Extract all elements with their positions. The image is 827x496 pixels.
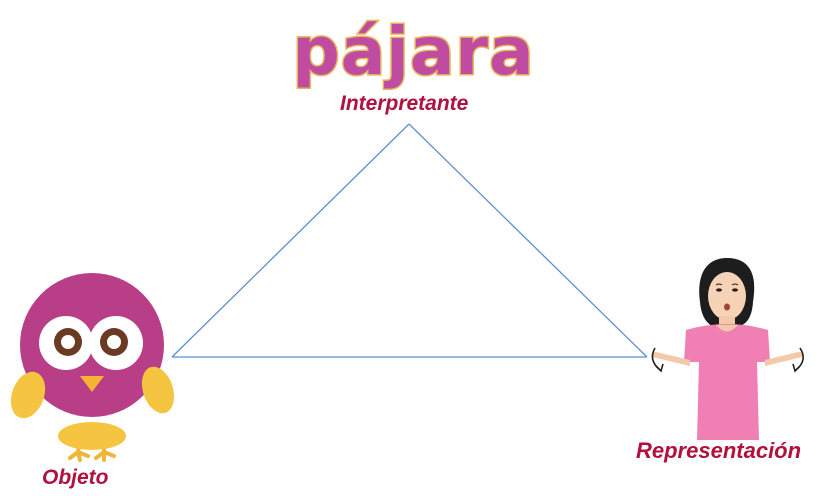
edge-right	[408, 123, 648, 358]
bird-icon	[10, 273, 175, 462]
vertex-label-interpretante: Interpretante	[340, 92, 469, 115]
person-face	[708, 272, 746, 320]
edge-left	[171, 123, 410, 358]
vertex-label-representacion: Representación	[636, 438, 802, 463]
bird-wing-left	[10, 371, 46, 419]
word-title: pájara	[291, 12, 535, 92]
triangle	[171, 123, 648, 358]
person-arm-right	[765, 352, 803, 366]
bird-beak	[80, 376, 104, 392]
bird-wing-right	[141, 366, 175, 414]
bird-tail	[58, 422, 126, 450]
person-arm-left	[651, 352, 690, 366]
person-shirt	[684, 324, 770, 440]
vertex-label-objeto: Objeto	[42, 466, 109, 489]
sign-language-person-icon	[651, 258, 804, 440]
person-mouth	[724, 303, 730, 311]
